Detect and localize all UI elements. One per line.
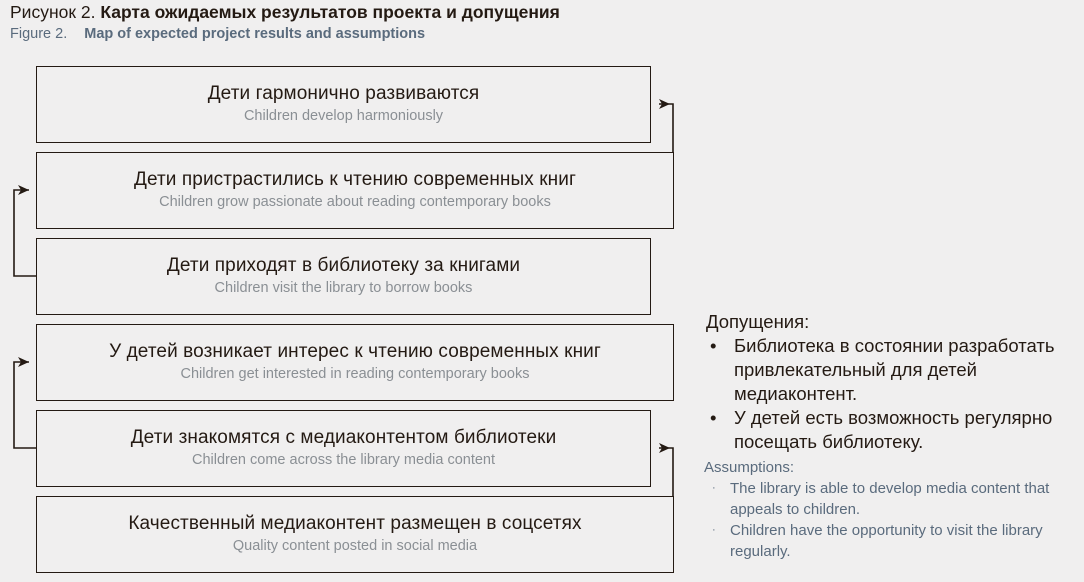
assumption-item-en-1: · The library is able to develop media c… [700,478,1080,520]
result-box-6-russian: Качественный медиаконтент размещен в соц… [128,512,582,534]
assumption-item-ru-2: • У детей есть возможность регулярно пос… [700,406,1080,454]
result-box-4-russian: У детей возникает интерес к чтению совре… [109,340,601,362]
assumptions-heading-russian: Допущения: [706,311,810,332]
assumptions-panel: Допущения: • Библиотека в состоянии разр… [700,310,1080,562]
result-box-6[interactable]: Качественный медиаконтент размещен в соц… [36,496,674,573]
result-box-4[interactable]: У детей возникает интерес к чтению совре… [36,324,674,401]
assumptions-list-english: · The library is able to develop media c… [700,478,1080,562]
result-box-1-russian: Дети гармонично развиваются [207,82,480,104]
caption-number-english: Figure 2. [10,26,68,42]
figure-caption: Рисунок 2. Карта ожидаемых результатов п… [10,2,750,44]
result-box-1[interactable]: Дети гармонично развиваются Children dev… [36,66,651,143]
bullet-icon: • [710,335,717,356]
bullet-icon: • [710,407,717,428]
caption-line-english: Figure 2. Map of expected project results… [10,24,750,44]
assumption-item-ru-1: • Библиотека в состоянии разработать при… [700,334,1080,406]
assumption-item-en-2: · Children have the opportunity to visit… [700,520,1080,562]
assumptions-heading-english: Assumptions: [704,459,795,476]
caption-number-russian: Рисунок 2. [10,2,96,22]
caption-title-english: Map of expected project results and assu… [84,26,426,42]
bullet-icon: · [712,524,716,536]
result-box-2-russian: Дети пристрастились к чтению современных… [134,168,576,190]
result-box-3-russian: Дети приходят в библиотеку за книгами [166,254,521,276]
assumption-item-ru-1-text: Библиотека в состоянии разработать привл… [734,335,1055,404]
caption-line-russian: Рисунок 2. Карта ожидаемых результатов п… [10,2,750,23]
result-box-6-english: Quality content posted in social media [232,537,478,554]
connector-box3-to-box2 [13,185,36,277]
result-box-5-english: Children come across the library media c… [191,451,496,468]
assumptions-list-russian: • Библиотека в состоянии разработать при… [700,334,1080,454]
assumption-item-en-2-text: Children have the opportunity to visit t… [730,522,1043,560]
result-box-2-english: Children grow passionate about reading c… [159,193,551,210]
result-box-5-russian: Дети знакомятся с медиаконтентом библиот… [130,426,557,448]
result-box-4-english: Children get interested in reading conte… [180,365,530,382]
result-box-3[interactable]: Дети приходят в библиотеку за книгами Ch… [36,238,651,315]
connector-box5-to-box4 [13,357,36,449]
assumption-item-ru-2-text: У детей есть возможность регулярно посещ… [734,407,1053,452]
bullet-icon: · [712,482,716,494]
result-box-5[interactable]: Дети знакомятся с медиаконтентом библиот… [36,410,651,487]
result-box-3-english: Children visit the library to borrow boo… [214,279,473,296]
result-box-2[interactable]: Дети пристрастились к чтению современных… [36,152,674,229]
result-box-1-english: Children develop harmoniously [243,107,444,124]
caption-title-russian: Карта ожидаемых результатов проекта и до… [100,2,560,22]
assumption-item-en-1-text: The library is able to develop media con… [730,480,1050,518]
